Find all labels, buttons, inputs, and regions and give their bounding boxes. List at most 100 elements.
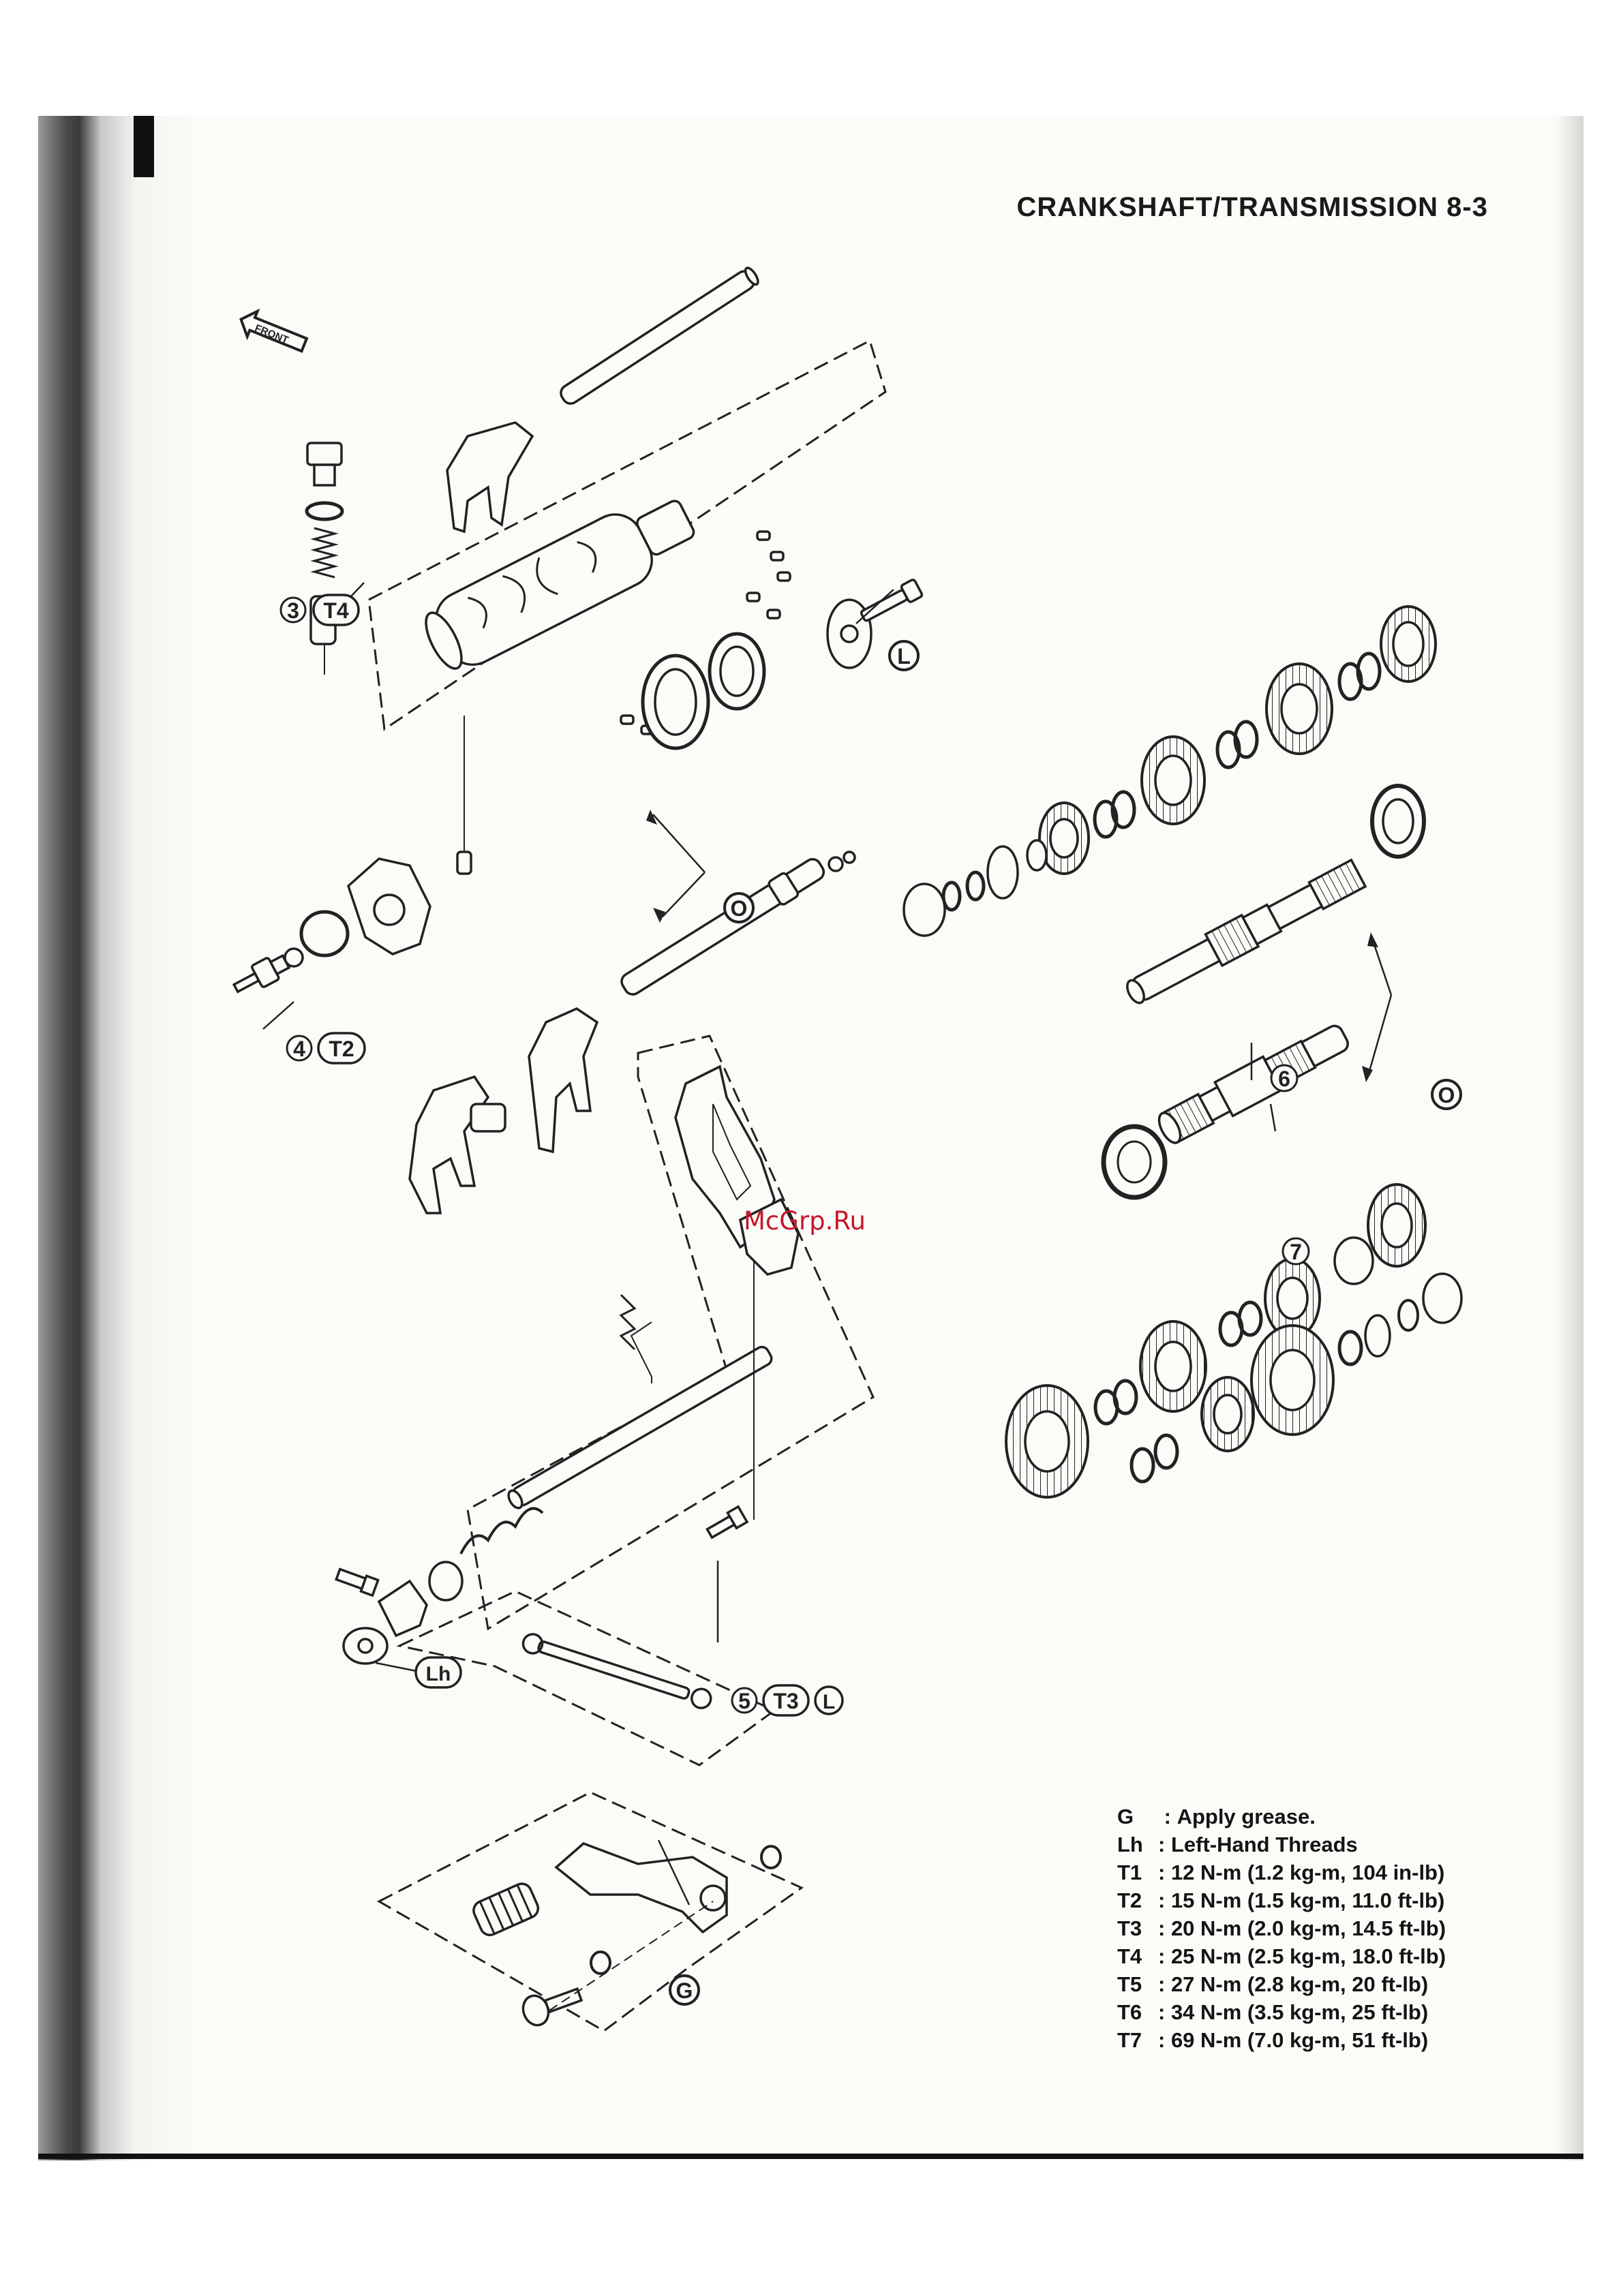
- gearshift-spindle-group: [335, 1035, 875, 2032]
- svg-text:O: O: [731, 896, 748, 921]
- legend-text: Left-Hand Threads: [1170, 1833, 1358, 1856]
- pivot-bolt-5: [706, 1505, 749, 1540]
- ring-m-2: [1218, 1311, 1244, 1347]
- tierod-dashed-envelope: [396, 1590, 776, 1766]
- leader-lines: [262, 582, 1393, 1905]
- svg-text:5: 5: [738, 1689, 750, 1713]
- legend-row: T3: 20 N-m (2.0 kg-m, 14.5 ft-lb): [1117, 1914, 1446, 1942]
- fork-shaft-lower-group: [408, 851, 856, 1214]
- watermark-text: McGrp.Ru: [744, 1206, 866, 1236]
- legend-text: 25 N-m (2.5 kg-m, 18.0 ft-lb): [1170, 1944, 1446, 1968]
- svg-text:6: 6: [1278, 1067, 1290, 1091]
- exploded-view-diagram: FRONT: [232, 266, 1463, 2032]
- ring-m-6: [1153, 1433, 1179, 1470]
- legend-key: T6: [1117, 2000, 1142, 2024]
- needle-bearing-m: [1364, 1314, 1391, 1358]
- spindle-return-spring: [619, 1294, 637, 1351]
- legend-text: 20 N-m (2.0 kg-m, 14.5 ft-lb): [1170, 1916, 1446, 1940]
- legend-sep: :: [1158, 1944, 1171, 1968]
- ring-m-7: [1129, 1447, 1155, 1484]
- legend-row: T5: 27 N-m (2.8 kg-m, 20 ft-lb): [1117, 1970, 1446, 1998]
- svg-text:7: 7: [1290, 1240, 1302, 1264]
- legend-key: T1: [1117, 1861, 1142, 1884]
- shift-fork-left: [408, 1075, 490, 1214]
- legend-row: T2: 15 N-m (1.5 kg-m, 11.0 ft-lb): [1117, 1886, 1446, 1914]
- ring-c-6: [1093, 799, 1119, 839]
- neutral-switch: [232, 953, 291, 994]
- front-arrow-icon: FRONT: [239, 308, 309, 353]
- spindle-collar: [428, 1561, 464, 1602]
- ring-m-4: [1093, 1389, 1119, 1426]
- svg-text:G: G: [676, 1978, 693, 2003]
- legend-row: T7: 69 N-m (7.0 kg-m, 51 ft-lb): [1117, 2026, 1446, 2054]
- tie-rod: [521, 1633, 712, 1710]
- bushing-c: [902, 883, 946, 937]
- shift-drum: [425, 500, 695, 670]
- svg-text:O: O: [1438, 1083, 1455, 1107]
- legend-key: T4: [1117, 1944, 1142, 1968]
- callout-l-top: L: [888, 640, 920, 671]
- legend-row: T1: 12 N-m (1.2 kg-m, 104 in-lb): [1117, 1858, 1446, 1886]
- legend-key: T3: [1117, 1916, 1142, 1940]
- legend-key: T7: [1117, 2028, 1142, 2052]
- legend-sep: :: [1158, 1888, 1171, 1912]
- pedal-rubber: [472, 1882, 540, 1937]
- fork-shaft-top: [560, 266, 759, 405]
- svg-text:4: 4: [293, 1037, 305, 1061]
- callout-7: 7: [1281, 1237, 1310, 1266]
- countershaft-gear-train: [902, 605, 1437, 937]
- manual-page: CRANKSHAFT/TRANSMISSION 8-3 FRONT: [38, 116, 1583, 2160]
- drum-pins: [620, 530, 791, 735]
- snap-ring-left: [299, 910, 350, 958]
- legend-key: T5: [1117, 1972, 1142, 1996]
- shift-fork-center: [528, 1007, 599, 1154]
- fork-shaft-lower: [620, 858, 825, 996]
- callout-lh: Lh: [414, 1656, 462, 1689]
- shift-arm-clamp: [377, 1579, 428, 1638]
- svg-text:Lh: Lh: [426, 1663, 451, 1685]
- callout-g: G: [669, 1974, 700, 2006]
- ring-c-7: [965, 870, 986, 902]
- legend-sep: :: [1158, 1861, 1171, 1884]
- page-header: CRANKSHAFT/TRANSMISSION 8-3: [1016, 192, 1488, 222]
- legend-sep: :: [1158, 2028, 1171, 2052]
- bushing-m-2: [1422, 1272, 1463, 1324]
- callout-o-left: O: [723, 892, 755, 923]
- callout-o-right: O: [1431, 1079, 1462, 1110]
- shift-drum-group: [232, 266, 924, 994]
- drum-bolt-top: [860, 579, 924, 622]
- legend-text: 15 N-m (1.5 kg-m, 11.0 ft-lb): [1170, 1888, 1445, 1912]
- bushing-m-1: [1333, 1236, 1374, 1285]
- legend-sep: :: [1158, 1972, 1171, 1996]
- ring-m-5: [1337, 1330, 1363, 1366]
- pedal-pivot-bolt: [521, 1987, 583, 2027]
- legend-text: 69 N-m (7.0 kg-m, 51 ft-lb): [1170, 2028, 1429, 2052]
- legend-sep: :: [1158, 1805, 1177, 1828]
- shift-arm-bolt: [335, 1567, 380, 1597]
- legend-key: T2: [1117, 1888, 1142, 1912]
- ring-c-5: [1110, 790, 1136, 829]
- legend-sep: :: [1158, 1833, 1171, 1856]
- legend-text: 12 N-m (1.2 kg-m, 104 in-lb): [1170, 1861, 1445, 1884]
- stopper-bolt-assembly: [305, 442, 344, 675]
- legend-key: G: [1117, 1805, 1134, 1828]
- callout-4-t2: 4 T2: [286, 1032, 366, 1065]
- legend-block: G : Apply grease. Lh: Left-Hand Threads …: [1117, 1803, 1446, 2054]
- svg-text:T2: T2: [329, 1037, 354, 1061]
- ring-c-2: [1337, 662, 1363, 701]
- svg-text:L: L: [823, 1691, 835, 1713]
- shift-fork-top: [446, 421, 534, 534]
- drum-dashed-envelope: [367, 339, 887, 731]
- needle-bearing-c: [986, 845, 1019, 900]
- pedal-dashed-envelope: [376, 1791, 804, 2032]
- bottom-rule: [38, 2154, 1583, 2159]
- callout-5-t3-l: 5 T3 L: [731, 1684, 844, 1717]
- leader-arrowheads: [646, 810, 1378, 1082]
- legend-text: 34 N-m (3.5 kg-m, 25 ft-lb): [1170, 2000, 1429, 2024]
- legend-row: T4: 25 N-m (2.5 kg-m, 18.0 ft-lb): [1117, 1942, 1446, 1970]
- mainshaft-gear-train: [1005, 1183, 1463, 1499]
- ring-c-8: [941, 881, 962, 912]
- callout-3-t4: 3 T4: [279, 594, 360, 626]
- legend-sep: :: [1158, 2000, 1171, 2024]
- legend-text: Apply grease.: [1177, 1805, 1316, 1828]
